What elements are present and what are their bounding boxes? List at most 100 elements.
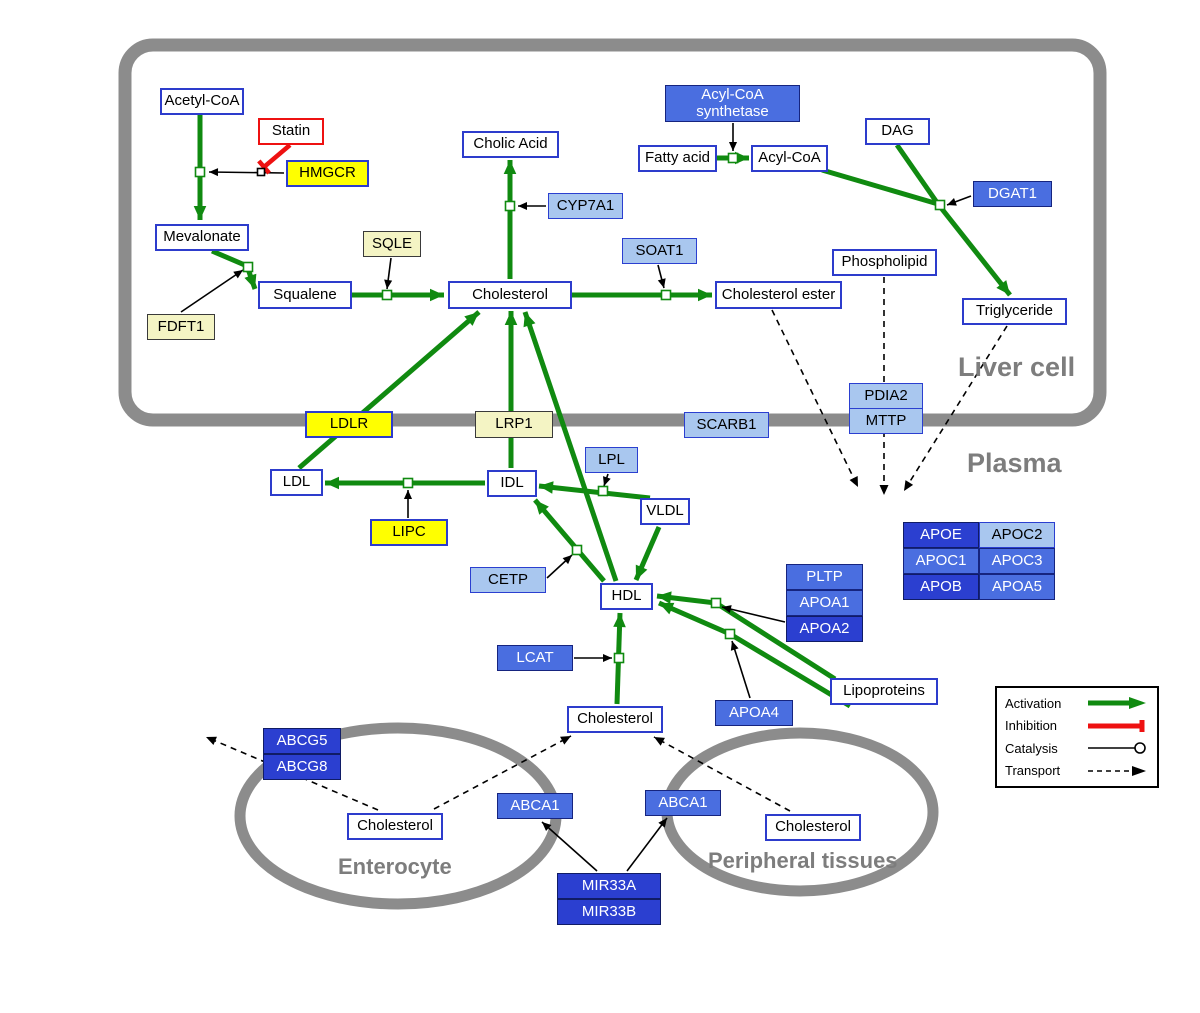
edge-arrowhead — [728, 142, 738, 151]
reaction-node — [504, 200, 516, 212]
edge-arrowhead — [849, 476, 858, 487]
reaction-node — [571, 544, 583, 556]
edge-arrowhead — [560, 736, 571, 745]
node-abcg8[interactable]: ABCG8 — [263, 754, 341, 780]
node-lipoproteins[interactable]: Lipoproteins — [830, 678, 938, 705]
node-idl[interactable]: IDL — [487, 470, 537, 497]
edge-catalysis — [208, 171, 285, 174]
node-apoc2[interactable]: APOC2 — [979, 522, 1055, 548]
node-lipc[interactable]: LIPC — [370, 519, 448, 546]
node-apoa5[interactable]: APOA5 — [979, 574, 1055, 600]
node-fdft1[interactable]: FDFT1 — [147, 314, 215, 340]
node-abca1-enterocyte[interactable]: ABCA1 — [497, 793, 573, 819]
node-acyl-coa[interactable]: Acyl-CoA — [751, 145, 828, 172]
edge-catalysis — [731, 640, 751, 699]
edge-arrowhead — [542, 822, 552, 832]
plasma-label: Plasma — [967, 448, 1062, 478]
node-dag[interactable]: DAG — [865, 118, 930, 145]
node-phospholipid[interactable]: Phospholipid — [832, 249, 937, 276]
edge-arrowhead — [430, 288, 444, 302]
edge-activation — [533, 498, 606, 583]
node-statin[interactable]: Statin — [258, 118, 324, 145]
edge-activation — [538, 483, 651, 501]
edge-arrowhead — [233, 270, 243, 279]
node-lrp1[interactable]: LRP1 — [475, 411, 553, 438]
edge-catalysis — [721, 606, 786, 623]
transport-dashed-arrow-icon — [1088, 765, 1146, 776]
node-pltp[interactable]: PLTP — [786, 564, 863, 590]
edge-activation — [821, 167, 939, 207]
edge-arrowhead — [657, 278, 666, 288]
node-acyl-coa-synthetase[interactable]: Acyl-CoA synthetase — [665, 85, 800, 122]
node-scarb1[interactable]: SCARB1 — [684, 412, 769, 438]
edge-arrowhead — [464, 312, 479, 326]
reaction-node — [402, 477, 414, 489]
node-hmgcr[interactable]: HMGCR — [286, 160, 369, 187]
node-mevalonate[interactable]: Mevalonate — [155, 224, 249, 251]
node-apoa1[interactable]: APOA1 — [786, 590, 863, 616]
edge-transport — [653, 736, 791, 812]
node-sqle[interactable]: SQLE — [363, 231, 421, 257]
edge-arrowhead — [523, 312, 536, 328]
legend-inhibition-label: Inhibition — [1005, 718, 1058, 734]
edge-activation — [936, 202, 1012, 297]
edge-arrowhead — [947, 198, 957, 206]
liver-cell-label: Liver cell — [958, 352, 1076, 382]
edge-transport — [433, 735, 572, 810]
edge-arrowhead — [535, 500, 549, 515]
reaction-node — [381, 289, 393, 301]
catalysis-circle-icon — [1088, 742, 1146, 755]
node-cholesterol-peripheral[interactable]: Cholesterol — [765, 814, 861, 841]
node-cholesterol-enterocyte[interactable]: Cholesterol — [347, 813, 443, 840]
edge-arrowhead — [659, 602, 675, 615]
edge-arrowhead — [658, 818, 667, 828]
legend-row-transport: Transport — [1005, 763, 1149, 779]
edge-arrowhead — [879, 485, 889, 495]
node-apoe[interactable]: APOE — [903, 522, 979, 548]
edge-arrowhead — [635, 564, 648, 580]
edge-catalysis — [180, 269, 244, 313]
reaction-node — [660, 289, 672, 301]
edge-arrowhead — [730, 641, 739, 651]
node-cyp7a1[interactable]: CYP7A1 — [548, 193, 623, 219]
node-ldlr[interactable]: LDLR — [305, 411, 393, 438]
node-apoc1[interactable]: APOC1 — [903, 548, 979, 574]
node-vldl[interactable]: VLDL — [640, 498, 690, 525]
node-soat1[interactable]: SOAT1 — [622, 238, 697, 264]
node-apoc3[interactable]: APOC3 — [979, 548, 1055, 574]
node-squalene[interactable]: Squalene — [258, 281, 352, 309]
node-cholic-acid[interactable]: Cholic Acid — [462, 131, 559, 158]
edge-activation — [297, 310, 481, 470]
node-mir33b[interactable]: MIR33B — [557, 899, 661, 925]
node-hdl[interactable]: HDL — [600, 583, 653, 610]
edge-arrowhead — [698, 288, 712, 302]
node-apoa4[interactable]: APOA4 — [715, 700, 793, 726]
edge-arrowhead — [603, 476, 611, 486]
node-cholesterol-ester[interactable]: Cholesterol ester — [715, 281, 842, 309]
node-apob[interactable]: APOB — [903, 574, 979, 600]
reaction-node — [727, 152, 739, 164]
node-pdia2[interactable]: PDIA2 — [849, 383, 923, 409]
node-triglyceride[interactable]: Triglyceride — [962, 298, 1067, 325]
edge-arrowhead — [518, 201, 527, 211]
node-acetyl-coa[interactable]: Acetyl-CoA — [160, 88, 244, 115]
legend-row-catalysis: Catalysis — [1005, 740, 1149, 756]
edge-transport — [771, 309, 859, 488]
node-lcat[interactable]: LCAT — [497, 645, 573, 671]
node-mir33a[interactable]: MIR33A — [557, 873, 661, 899]
node-abcg5[interactable]: ABCG5 — [263, 728, 341, 754]
legend: Activation Inhibition Catalysis Transpor… — [995, 686, 1159, 788]
node-mttp[interactable]: MTTP — [849, 408, 923, 434]
node-lpl[interactable]: LPL — [585, 447, 638, 473]
edge-arrowhead — [603, 653, 612, 663]
node-cholesterol-plasma[interactable]: Cholesterol — [567, 706, 663, 733]
node-abca1-peripheral[interactable]: ABCA1 — [645, 790, 721, 816]
node-cetp[interactable]: CETP — [470, 567, 546, 593]
node-apoa2[interactable]: APOA2 — [786, 616, 863, 642]
node-fatty-acid[interactable]: Fatty acid — [638, 145, 717, 172]
enterocyte-label: Enterocyte — [338, 854, 452, 879]
node-cholesterol-liver[interactable]: Cholesterol — [448, 281, 572, 309]
node-dgat1[interactable]: DGAT1 — [973, 181, 1052, 207]
edge-arrowhead — [193, 206, 207, 220]
node-ldl[interactable]: LDL — [270, 469, 323, 496]
